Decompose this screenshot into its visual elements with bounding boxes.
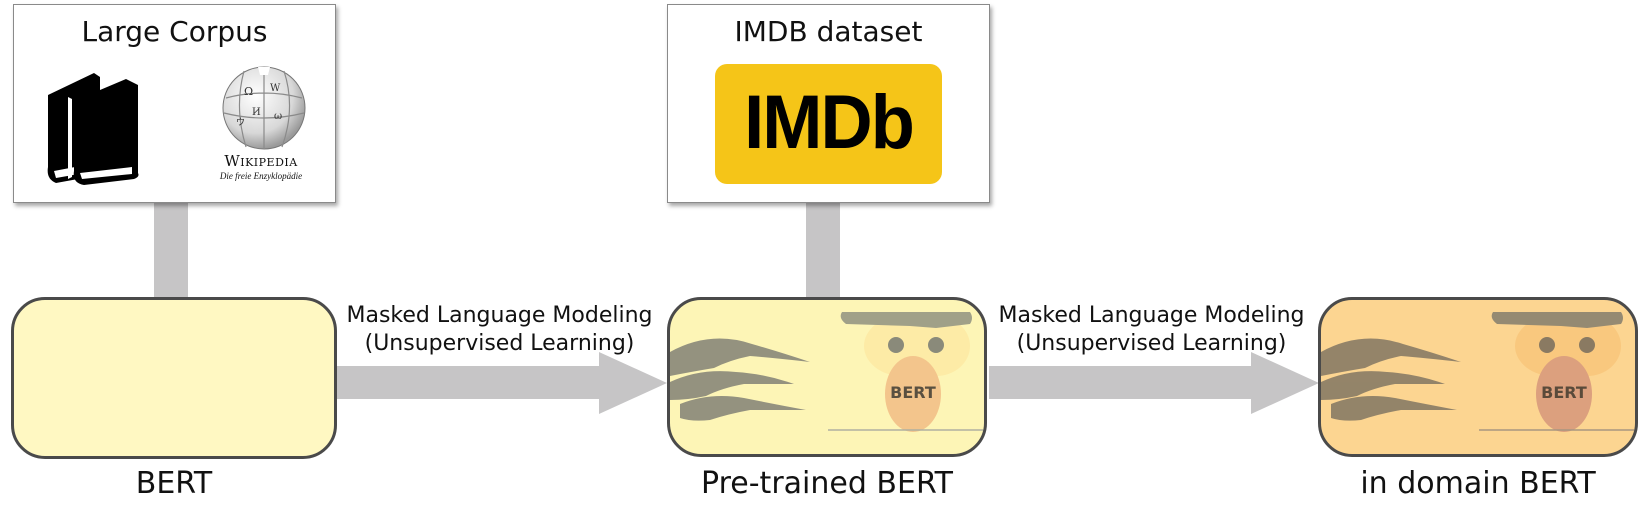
books-icon <box>47 73 139 185</box>
bert-pretrained-badge: BERT <box>890 383 936 402</box>
svg-text:W: W <box>270 83 281 94</box>
bert-base-label: BERT <box>135 466 213 501</box>
wikipedia-globe-icon: Ω W И ω ウ <box>222 66 306 150</box>
arrow-2-label-line1: Masked Language Modeling <box>998 303 1305 328</box>
bert-pretrained-illustration <box>670 312 984 432</box>
imdb-logo: IMDb <box>715 64 942 184</box>
arrow-2 <box>989 352 1319 414</box>
arrow-2-label-line2: (Unsupervised Learning) <box>1016 331 1287 356</box>
corpus-connector <box>154 200 188 298</box>
bert-pretrained-box: BERT <box>667 297 987 457</box>
wikipedia-tagline: Die freie Enzyklopädie <box>219 171 303 181</box>
bert-domain-badge: BERT <box>1541 383 1587 402</box>
svg-text:ω: ω <box>274 111 282 122</box>
svg-text:Ω: Ω <box>244 85 253 98</box>
wikipedia-wordmark: Wikipedia <box>224 152 298 170</box>
bert-pretrained-label: Pre-trained BERT <box>701 466 953 501</box>
imdb-logo-text: IMDb <box>744 80 915 165</box>
svg-text:ウ: ウ <box>236 117 245 128</box>
imdb-box: IMDB dataset IMDb <box>667 4 990 203</box>
bert-domain-box: BERT <box>1318 297 1638 457</box>
bert-domain-illustration <box>1321 312 1635 432</box>
arrow-1 <box>337 352 667 414</box>
bert-base-box <box>11 297 337 459</box>
corpus-title: Large Corpus <box>81 15 268 48</box>
svg-text:И: И <box>252 107 261 118</box>
arrow-1-label-line2: (Unsupervised Learning) <box>364 331 635 356</box>
corpus-box: Large Corpus Ω W И ω ウ Wikipedia Die fre… <box>13 4 336 203</box>
bert-domain-label: in domain BERT <box>1360 466 1596 501</box>
imdb-connector <box>806 200 840 298</box>
imdb-title: IMDB dataset <box>734 15 923 48</box>
arrow-1-label-line1: Masked Language Modeling <box>346 303 653 328</box>
